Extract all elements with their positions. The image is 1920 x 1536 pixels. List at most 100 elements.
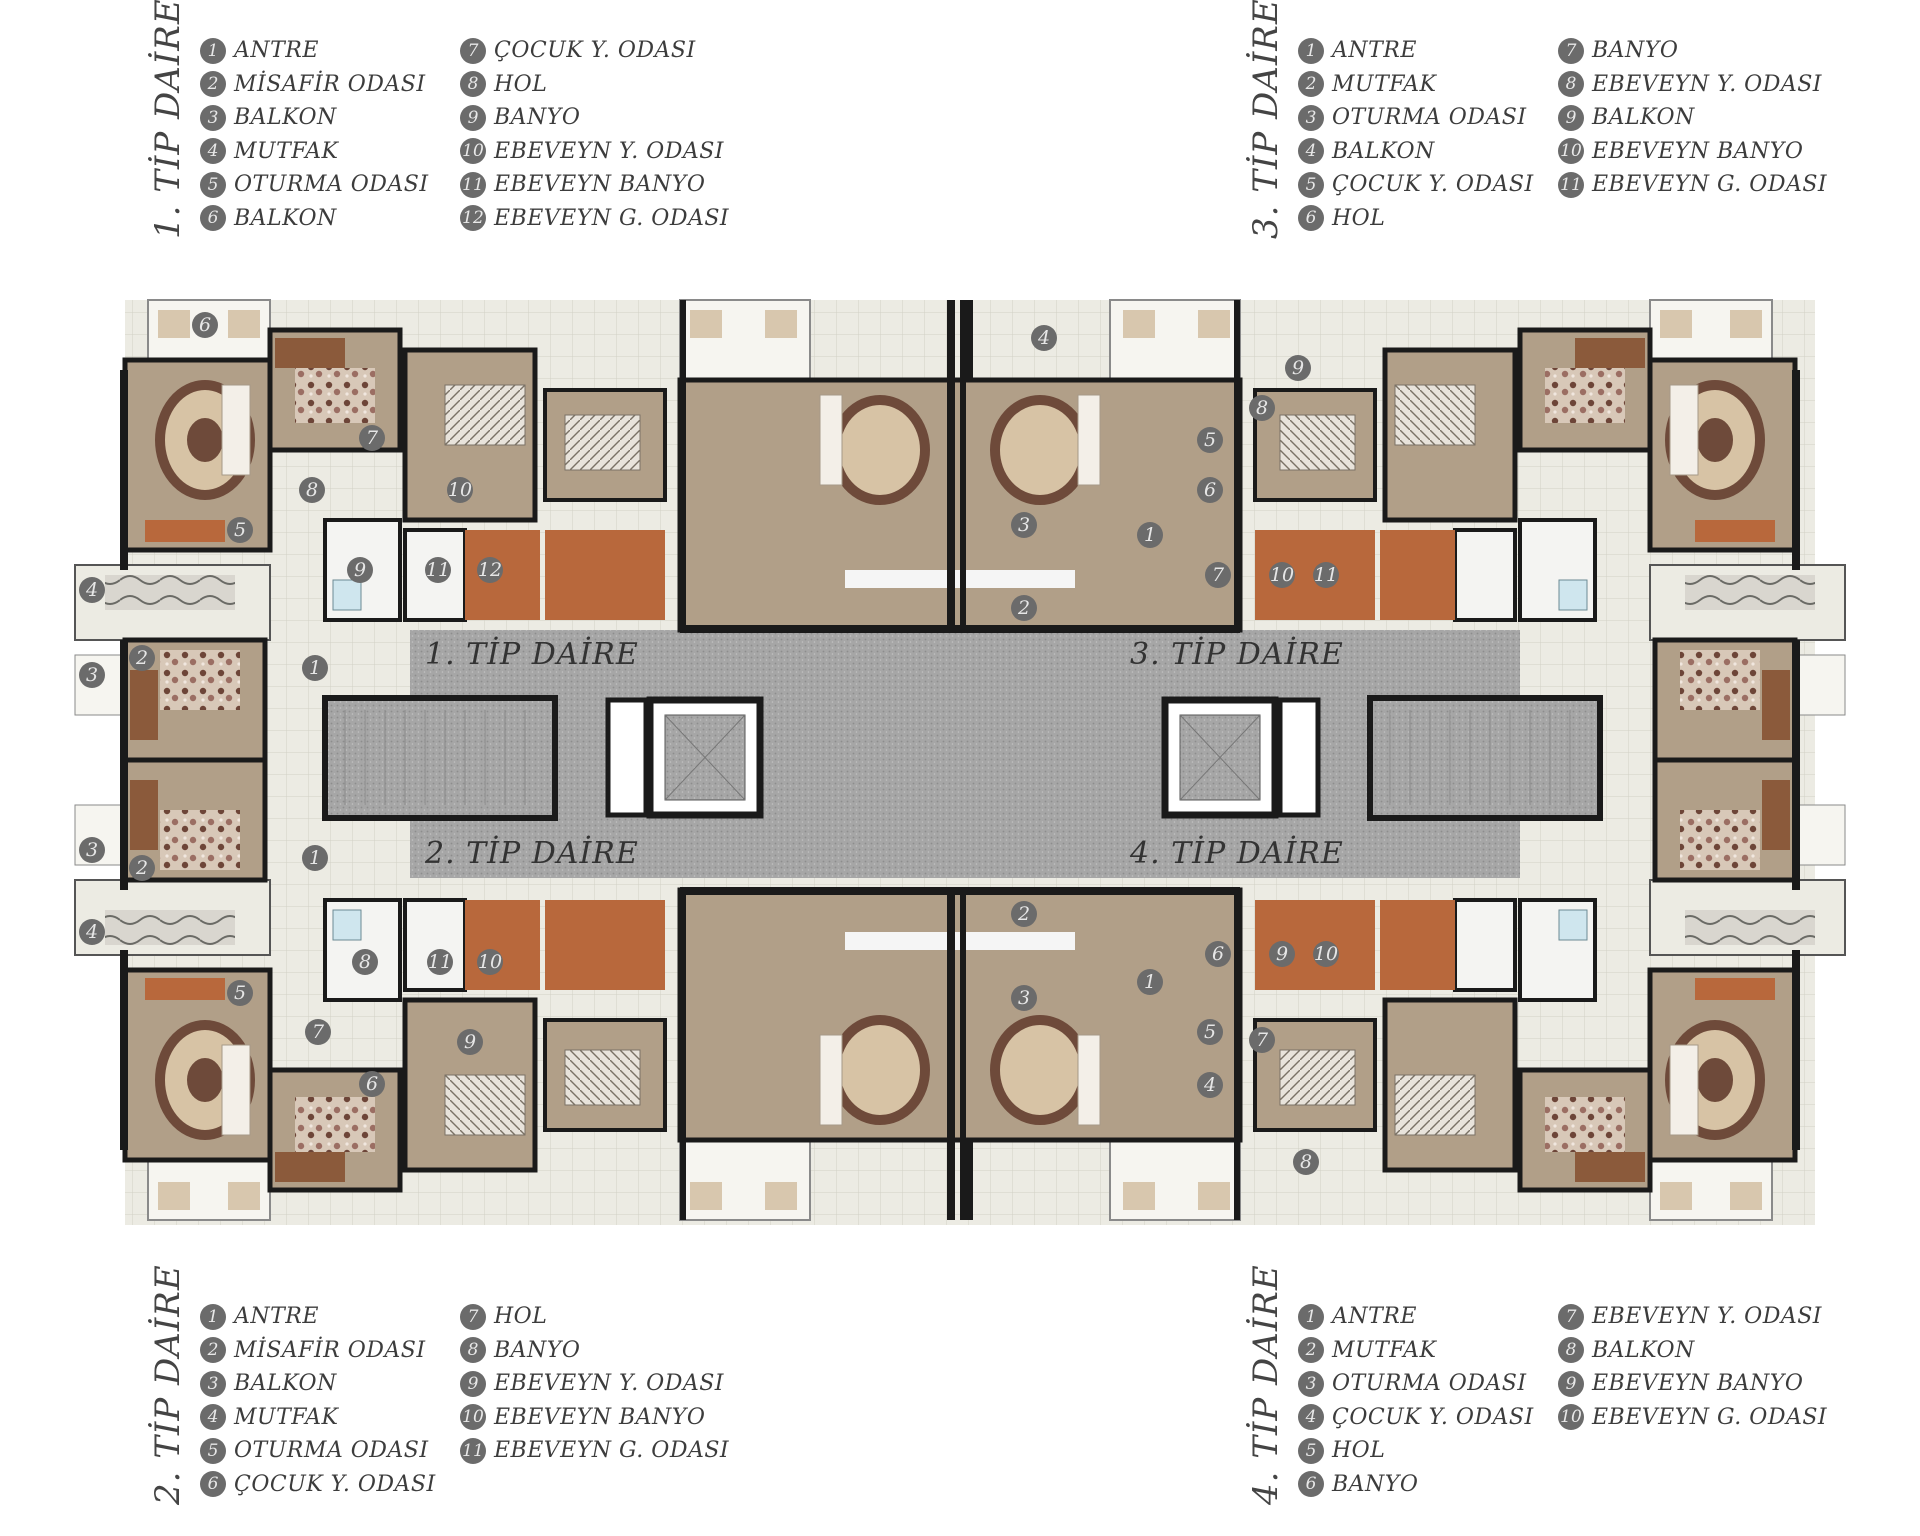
armchair: [690, 1182, 722, 1210]
bed: [444, 384, 526, 446]
wall: [680, 300, 686, 630]
rug: [1545, 368, 1625, 423]
room-number: 9: [1292, 357, 1304, 379]
wall: [680, 890, 686, 1220]
room-number-badge: 6: [200, 205, 226, 232]
kitchen-counter: [1685, 910, 1815, 945]
room-number-badge: 2: [200, 1337, 226, 1364]
room-number-badge: [129, 855, 155, 881]
room-number-badge: 6: [200, 1471, 226, 1498]
room-number: 8: [1300, 1151, 1312, 1173]
room-number-badge: [1313, 562, 1339, 588]
room-number-badge: 10: [1558, 138, 1584, 165]
room-number: 3: [1018, 514, 1030, 536]
shower: [332, 909, 362, 941]
bed: [564, 414, 641, 471]
kitchen-counter: [955, 570, 1075, 588]
shaft: [1277, 697, 1321, 818]
room-number-badge: [1197, 1072, 1223, 1098]
room-number-badge: 9: [460, 1370, 486, 1397]
bed: [444, 1074, 526, 1136]
room-number: 1: [1144, 524, 1156, 546]
dining-table: [1695, 520, 1775, 542]
room-number-badge: 11: [460, 171, 486, 198]
room-number: 1: [309, 657, 321, 679]
room-number-badge: [1249, 1027, 1275, 1053]
room-label: MİSAFİR ODASI: [234, 1337, 426, 1363]
bed: [1575, 1152, 1645, 1182]
room-number-badge: 5: [1298, 171, 1324, 198]
room-number: 6: [366, 1073, 378, 1095]
room-label: HOL: [1332, 205, 1386, 231]
exterior-wall: [1792, 950, 1800, 1150]
room-label: ÇOCUK Y. ODASI: [234, 1471, 436, 1497]
legend-title: 3. TİP DAİRE: [1246, 0, 1286, 239]
room-number: 6: [1212, 943, 1224, 965]
room-number-badge: [1205, 562, 1231, 588]
sofa: [221, 1044, 251, 1136]
central-corridor: [410, 630, 1520, 878]
room-label: HOL: [494, 1304, 548, 1330]
room-number-badge: 11: [460, 1437, 486, 1464]
wall: [680, 625, 970, 633]
room-number-badge: [1269, 562, 1295, 588]
wall: [680, 887, 970, 895]
elevator-cross: [1179, 714, 1261, 801]
room-number-badge: [359, 1071, 385, 1097]
room-number: 8: [359, 951, 371, 973]
room-label: MUTFAK: [1332, 71, 1437, 97]
room-label: OTURMA ODASI: [1332, 105, 1527, 131]
room-number: 4: [1037, 327, 1050, 349]
legend-item: 7 ÇOCUK Y. ODASI: [460, 34, 729, 68]
bed: [1279, 414, 1356, 471]
armchair: [765, 310, 797, 338]
room-number: 5: [234, 519, 246, 541]
exterior-wall: [120, 370, 128, 570]
stairwell-right: [1367, 695, 1603, 821]
legend-item: 2 MİSAFİR ODASI: [200, 1334, 436, 1368]
room-number-badge: 6: [1298, 1471, 1324, 1498]
legend-title: 4. TİP DAİRE: [1246, 1264, 1286, 1505]
room-number: 8: [306, 479, 318, 501]
dining-table: [145, 978, 225, 1000]
room-label: ÇOCUK Y. ODASI: [1332, 1404, 1534, 1430]
room-label: EBEVEYN G. ODASI: [494, 205, 730, 231]
room-label: HOL: [494, 71, 548, 97]
bed: [1394, 1074, 1476, 1136]
wall: [950, 625, 1240, 633]
kitchen-counter: [845, 932, 965, 950]
room-number-badge: [352, 949, 378, 975]
plan-label-tip-1: 1. TİP DAİRE: [425, 636, 639, 672]
armchair: [1123, 1182, 1155, 1210]
kitchen-counter: [105, 910, 235, 945]
balcony: [1794, 654, 1846, 716]
en-suite-bath: [403, 898, 467, 992]
room-number-badge: 11: [1558, 171, 1584, 198]
room-label: EBEVEYN BANYO: [1592, 138, 1804, 164]
elevator-cross: [664, 714, 746, 801]
room-number-badge: [477, 949, 503, 975]
room-number-badge: [79, 837, 105, 863]
room-label: BALKON: [1592, 1337, 1695, 1363]
armchair: [1198, 310, 1230, 338]
room-number-badge: 7: [460, 37, 486, 64]
room-label: BANYO: [1332, 1471, 1419, 1497]
room-label: ÇOCUK Y. ODASI: [494, 38, 696, 64]
room-number-badge: 8: [1558, 1337, 1584, 1364]
room-label: MİSAFİR ODASI: [234, 71, 426, 97]
room-number-badge: [1293, 1149, 1319, 1175]
plan-label-tip-3: 3. TİP DAİRE: [1130, 636, 1344, 672]
room-number-badge: 3: [200, 1370, 226, 1397]
room-number-badge: 4: [1298, 1404, 1324, 1431]
bed: [1394, 384, 1476, 446]
